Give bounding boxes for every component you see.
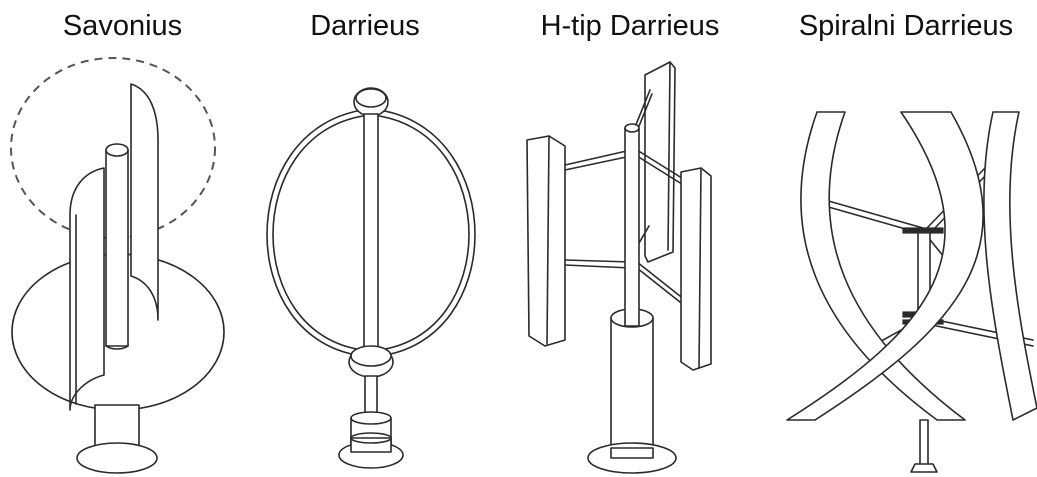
helical-drawing bbox=[775, 0, 1037, 477]
darrieus-panel: Darrieus bbox=[245, 0, 485, 477]
savonius-drawing bbox=[0, 0, 245, 477]
h-type-panel: H-tip Darrieus bbox=[485, 0, 775, 477]
h-type-drawing bbox=[485, 0, 775, 477]
helical-panel: Spiralni Darrieus bbox=[775, 0, 1037, 477]
savonius-panel: Savonius bbox=[0, 0, 245, 477]
darrieus-drawing bbox=[245, 0, 485, 477]
